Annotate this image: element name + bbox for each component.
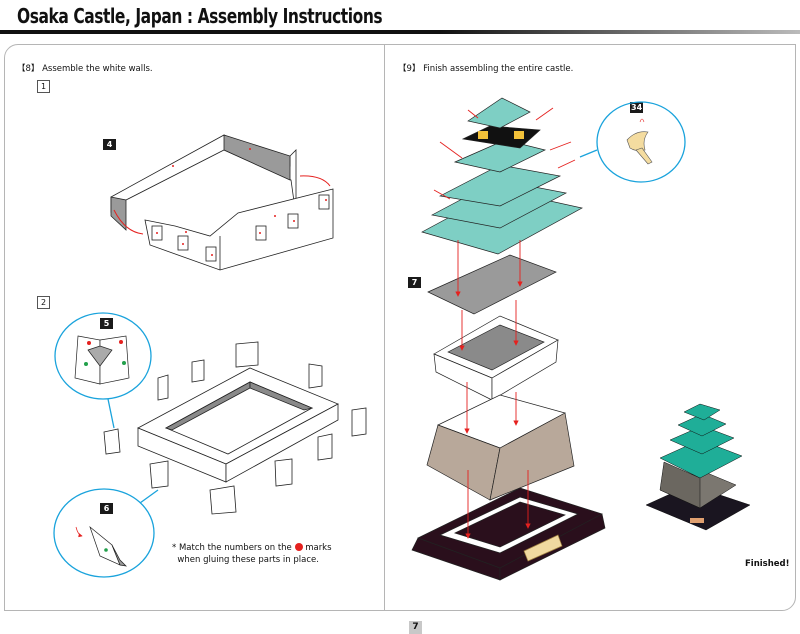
note-text-prefix: * Match the numbers on the bbox=[172, 543, 292, 553]
part-7-label: 7 bbox=[408, 277, 421, 288]
content-frame bbox=[4, 44, 796, 611]
callout-5-circle bbox=[54, 312, 152, 400]
red-glue-marks bbox=[156, 148, 327, 256]
fold-arrow bbox=[113, 209, 144, 235]
wall-assembly-step1 bbox=[110, 134, 334, 271]
page-number: 7 bbox=[409, 621, 422, 634]
note-text-line2: when gluing these parts in place. bbox=[177, 555, 319, 565]
substep-1-badge: 1 bbox=[37, 80, 50, 93]
red-mark-icon bbox=[294, 543, 303, 551]
part-5-drawing bbox=[74, 335, 130, 385]
title-rule bbox=[0, 30, 800, 34]
step-9-heading: 【9】 Finish assembling the entire castle. bbox=[398, 64, 574, 74]
fold-arrow bbox=[299, 175, 331, 187]
part-5-label: 5 bbox=[100, 318, 113, 329]
part-34-label: 34 bbox=[630, 102, 644, 113]
step-8-heading: 【8】 Assemble the white walls. bbox=[17, 64, 153, 74]
ornament-arrows bbox=[433, 107, 576, 200]
roof-plate bbox=[427, 254, 557, 315]
display-base bbox=[411, 487, 606, 581]
page-title: Osaka Castle, Japan : Assembly Instructi… bbox=[17, 4, 383, 28]
white-wall-tier bbox=[433, 315, 559, 401]
callout-34-circle bbox=[596, 101, 686, 183]
stone-base bbox=[426, 394, 575, 501]
wall-ring-step2 bbox=[103, 341, 367, 515]
ornament-34-drawing bbox=[626, 118, 653, 165]
assembly-arrows bbox=[455, 240, 531, 539]
glue-note: * Match the numbers on the marks when gl… bbox=[172, 542, 332, 566]
castle-top bbox=[421, 97, 583, 255]
part-6-drawing bbox=[75, 525, 128, 567]
panel-divider bbox=[384, 44, 385, 610]
finished-castle-photo bbox=[645, 403, 751, 531]
part-4-label: 4 bbox=[103, 139, 116, 150]
part-6-label: 6 bbox=[100, 503, 113, 514]
callout-circles bbox=[53, 101, 686, 578]
finished-label: Finished! bbox=[745, 559, 790, 569]
note-text-suffix: marks bbox=[305, 543, 332, 553]
substep-2-badge: 2 bbox=[37, 296, 50, 309]
callout-6-circle bbox=[53, 488, 155, 578]
